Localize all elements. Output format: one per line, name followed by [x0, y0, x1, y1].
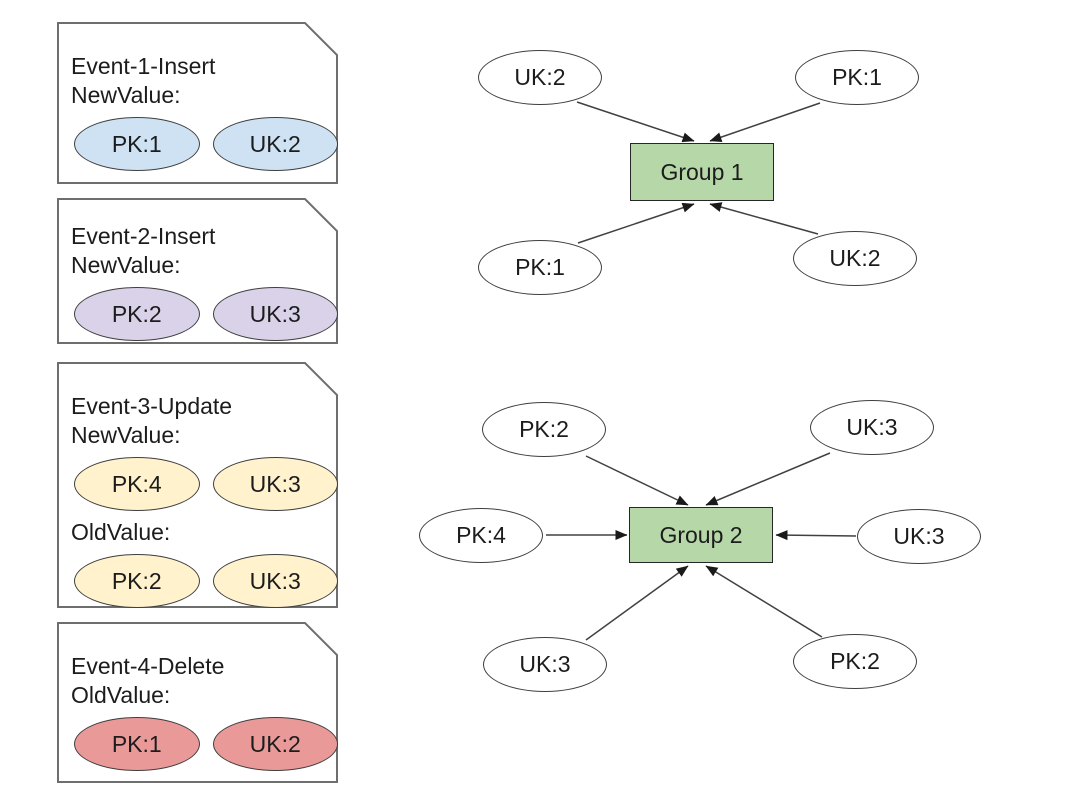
key-ellipse: PK:2 [74, 554, 200, 608]
value-section-label: OldValue: [71, 519, 171, 545]
arrow-g1-uk2-blue [576, 101, 695, 143]
arrow-g2-uk3-yellow-right [775, 530, 857, 541]
value-row: PK:4 UK:3 [71, 457, 338, 511]
arrow-g2-pk2-purple [705, 565, 823, 638]
group2-node-top-left: PK:2 [482, 402, 606, 457]
group1-node-bottom-left: PK:1 [478, 240, 602, 295]
group-2-label: Group 2 [659, 521, 743, 548]
value-row: PK:2 UK:3 [71, 287, 338, 341]
value-row: PK:1 UK:2 [71, 717, 338, 771]
arrow-g1-uk2-red [709, 202, 819, 235]
key-ellipse: PK:2 [74, 287, 200, 341]
value-section-label: OldValue: [71, 682, 171, 708]
key-ellipse: PK:1 [74, 717, 200, 771]
group1-node-top-right: PK:1 [795, 50, 919, 105]
event-title: Event-1-Insert [71, 53, 216, 79]
event-title: Event-2-Insert [71, 223, 216, 249]
value-section-label: NewValue: [71, 252, 181, 278]
key-ellipse: UK:3 [212, 287, 338, 341]
group2-node-top-right: UK:3 [810, 400, 934, 455]
value-section-label: NewValue: [71, 82, 181, 108]
key-ellipse: PK:4 [74, 457, 200, 511]
arrow-g2-pk2-yellow [585, 455, 689, 506]
event-card-1: Event-1-Insert NewValue: PK:1 UK:2 [57, 22, 338, 184]
arrow-g1-pk1-red [577, 202, 695, 244]
key-ellipse: UK:2 [212, 117, 338, 171]
key-ellipse: UK:2 [212, 717, 338, 771]
key-ellipse: UK:3 [212, 554, 338, 608]
event-card-4: Event-4-Delete OldValue: PK:1 UK:2 [57, 622, 338, 783]
group-1-label: Group 1 [660, 158, 744, 185]
event-card-2: Event-2-Insert NewValue: PK:2 UK:3 [57, 198, 338, 344]
group1-node-bottom-right: UK:2 [793, 231, 917, 286]
arrow-g2-uk3-purple [585, 565, 689, 641]
group-2-box: Group 2 [629, 507, 773, 563]
group2-node-left: PK:4 [419, 508, 543, 563]
key-ellipse: UK:3 [212, 457, 338, 511]
event-card-3: Event-3-Update NewValue: PK:4 UK:3 OldVa… [57, 362, 338, 608]
value-section-label: NewValue: [71, 422, 181, 448]
value-row: PK:2 UK:3 [71, 554, 338, 608]
arrow-g1-pk1-blue [709, 102, 821, 142]
group1-node-top-left: UK:2 [478, 50, 602, 105]
value-row: PK:1 UK:2 [71, 117, 338, 171]
group2-node-bottom-left: UK:3 [483, 637, 607, 692]
event-title: Event-4-Delete [71, 653, 225, 679]
group-1-box: Group 1 [630, 143, 774, 201]
group2-node-right: UK:3 [857, 509, 981, 564]
group2-node-bottom-right: PK:2 [793, 634, 917, 689]
key-ellipse: PK:1 [74, 117, 200, 171]
arrow-g2-uk3-yellow-top [705, 452, 831, 506]
event-title: Event-3-Update [71, 393, 233, 419]
